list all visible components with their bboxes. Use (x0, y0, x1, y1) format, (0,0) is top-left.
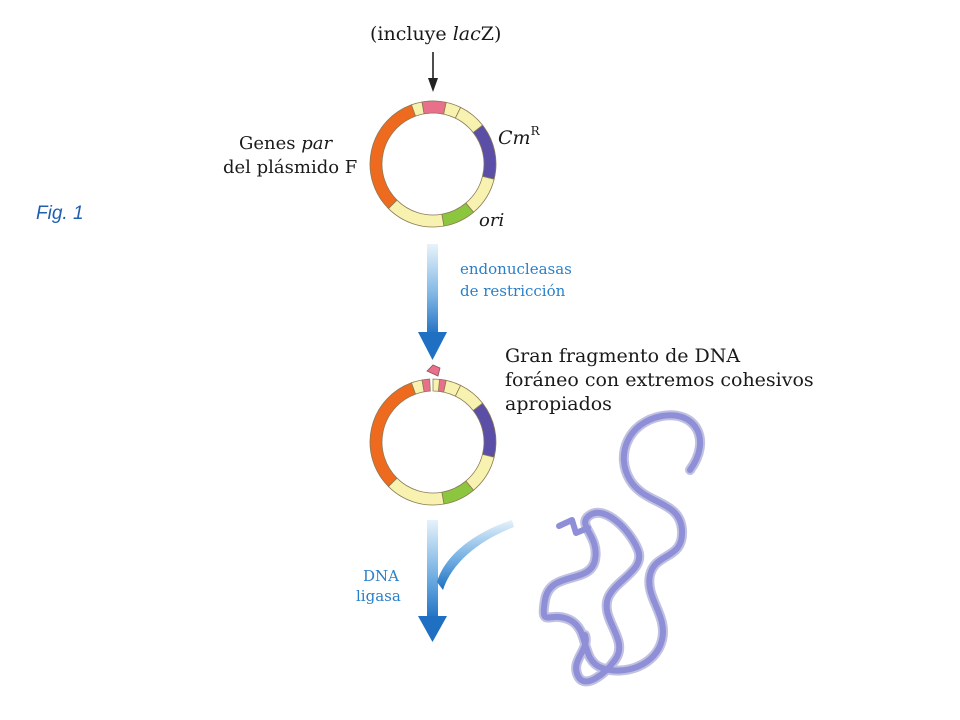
cut-plasmid (369, 364, 497, 506)
par-genes-segment (369, 104, 417, 210)
ring-segment-yellow (465, 453, 495, 491)
restriction-arrow (418, 244, 447, 360)
ligase-label-line1: DNA (363, 567, 399, 585)
par-genes-italic: par (301, 133, 333, 154)
cm-resistance-segment (472, 402, 497, 458)
lacz-segment (421, 100, 447, 115)
sticky-end (426, 364, 441, 377)
lacz-prefix: (incluye (370, 23, 453, 45)
par-genes-source: del plásmido F (223, 157, 357, 178)
ori-segment (441, 202, 475, 227)
figure-label: Fig. 1 (36, 203, 84, 224)
cm-resistance-label: CmR (498, 124, 541, 149)
restriction-label-line1: endonucleasas (460, 260, 572, 278)
par-genes-segment (369, 382, 417, 488)
plasmid-vector (369, 100, 497, 228)
cm-resistance-sup: R (531, 124, 541, 138)
insert-arrow (428, 52, 438, 92)
ring-segment-yellow (387, 199, 445, 228)
par-genes-prefix: Genes (239, 133, 301, 154)
ligase-label-line2: ligasa (356, 587, 401, 605)
ori-segment (441, 480, 475, 505)
fragment-label-line3: apropiados (505, 393, 612, 415)
ring-segment-yellow (465, 175, 495, 213)
ori-label: ori (479, 210, 504, 231)
foreign-dna-fragment (538, 410, 705, 687)
lacz-close: ) (494, 23, 501, 45)
lacz-insert-label: (incluye lacZ) (370, 23, 501, 45)
restriction-label-line2: de restricción (460, 282, 566, 300)
par-genes-label: Genes par (239, 133, 334, 154)
fragment-label-line1: Gran fragmento de DNA (505, 345, 740, 367)
lacz-gene-suffix: Z (481, 23, 494, 45)
ring-segment-yellow (387, 477, 445, 506)
lacz-cut-end-right (437, 378, 447, 393)
cm-resistance-main: Cm (498, 127, 531, 149)
lacz-gene: lac (453, 23, 481, 45)
cm-resistance-segment (472, 124, 497, 180)
lacz-cut-end-left (421, 378, 431, 393)
fragment-label-line2: foráneo con extremos cohesivos (505, 369, 814, 391)
ligase-arrow (418, 520, 514, 642)
